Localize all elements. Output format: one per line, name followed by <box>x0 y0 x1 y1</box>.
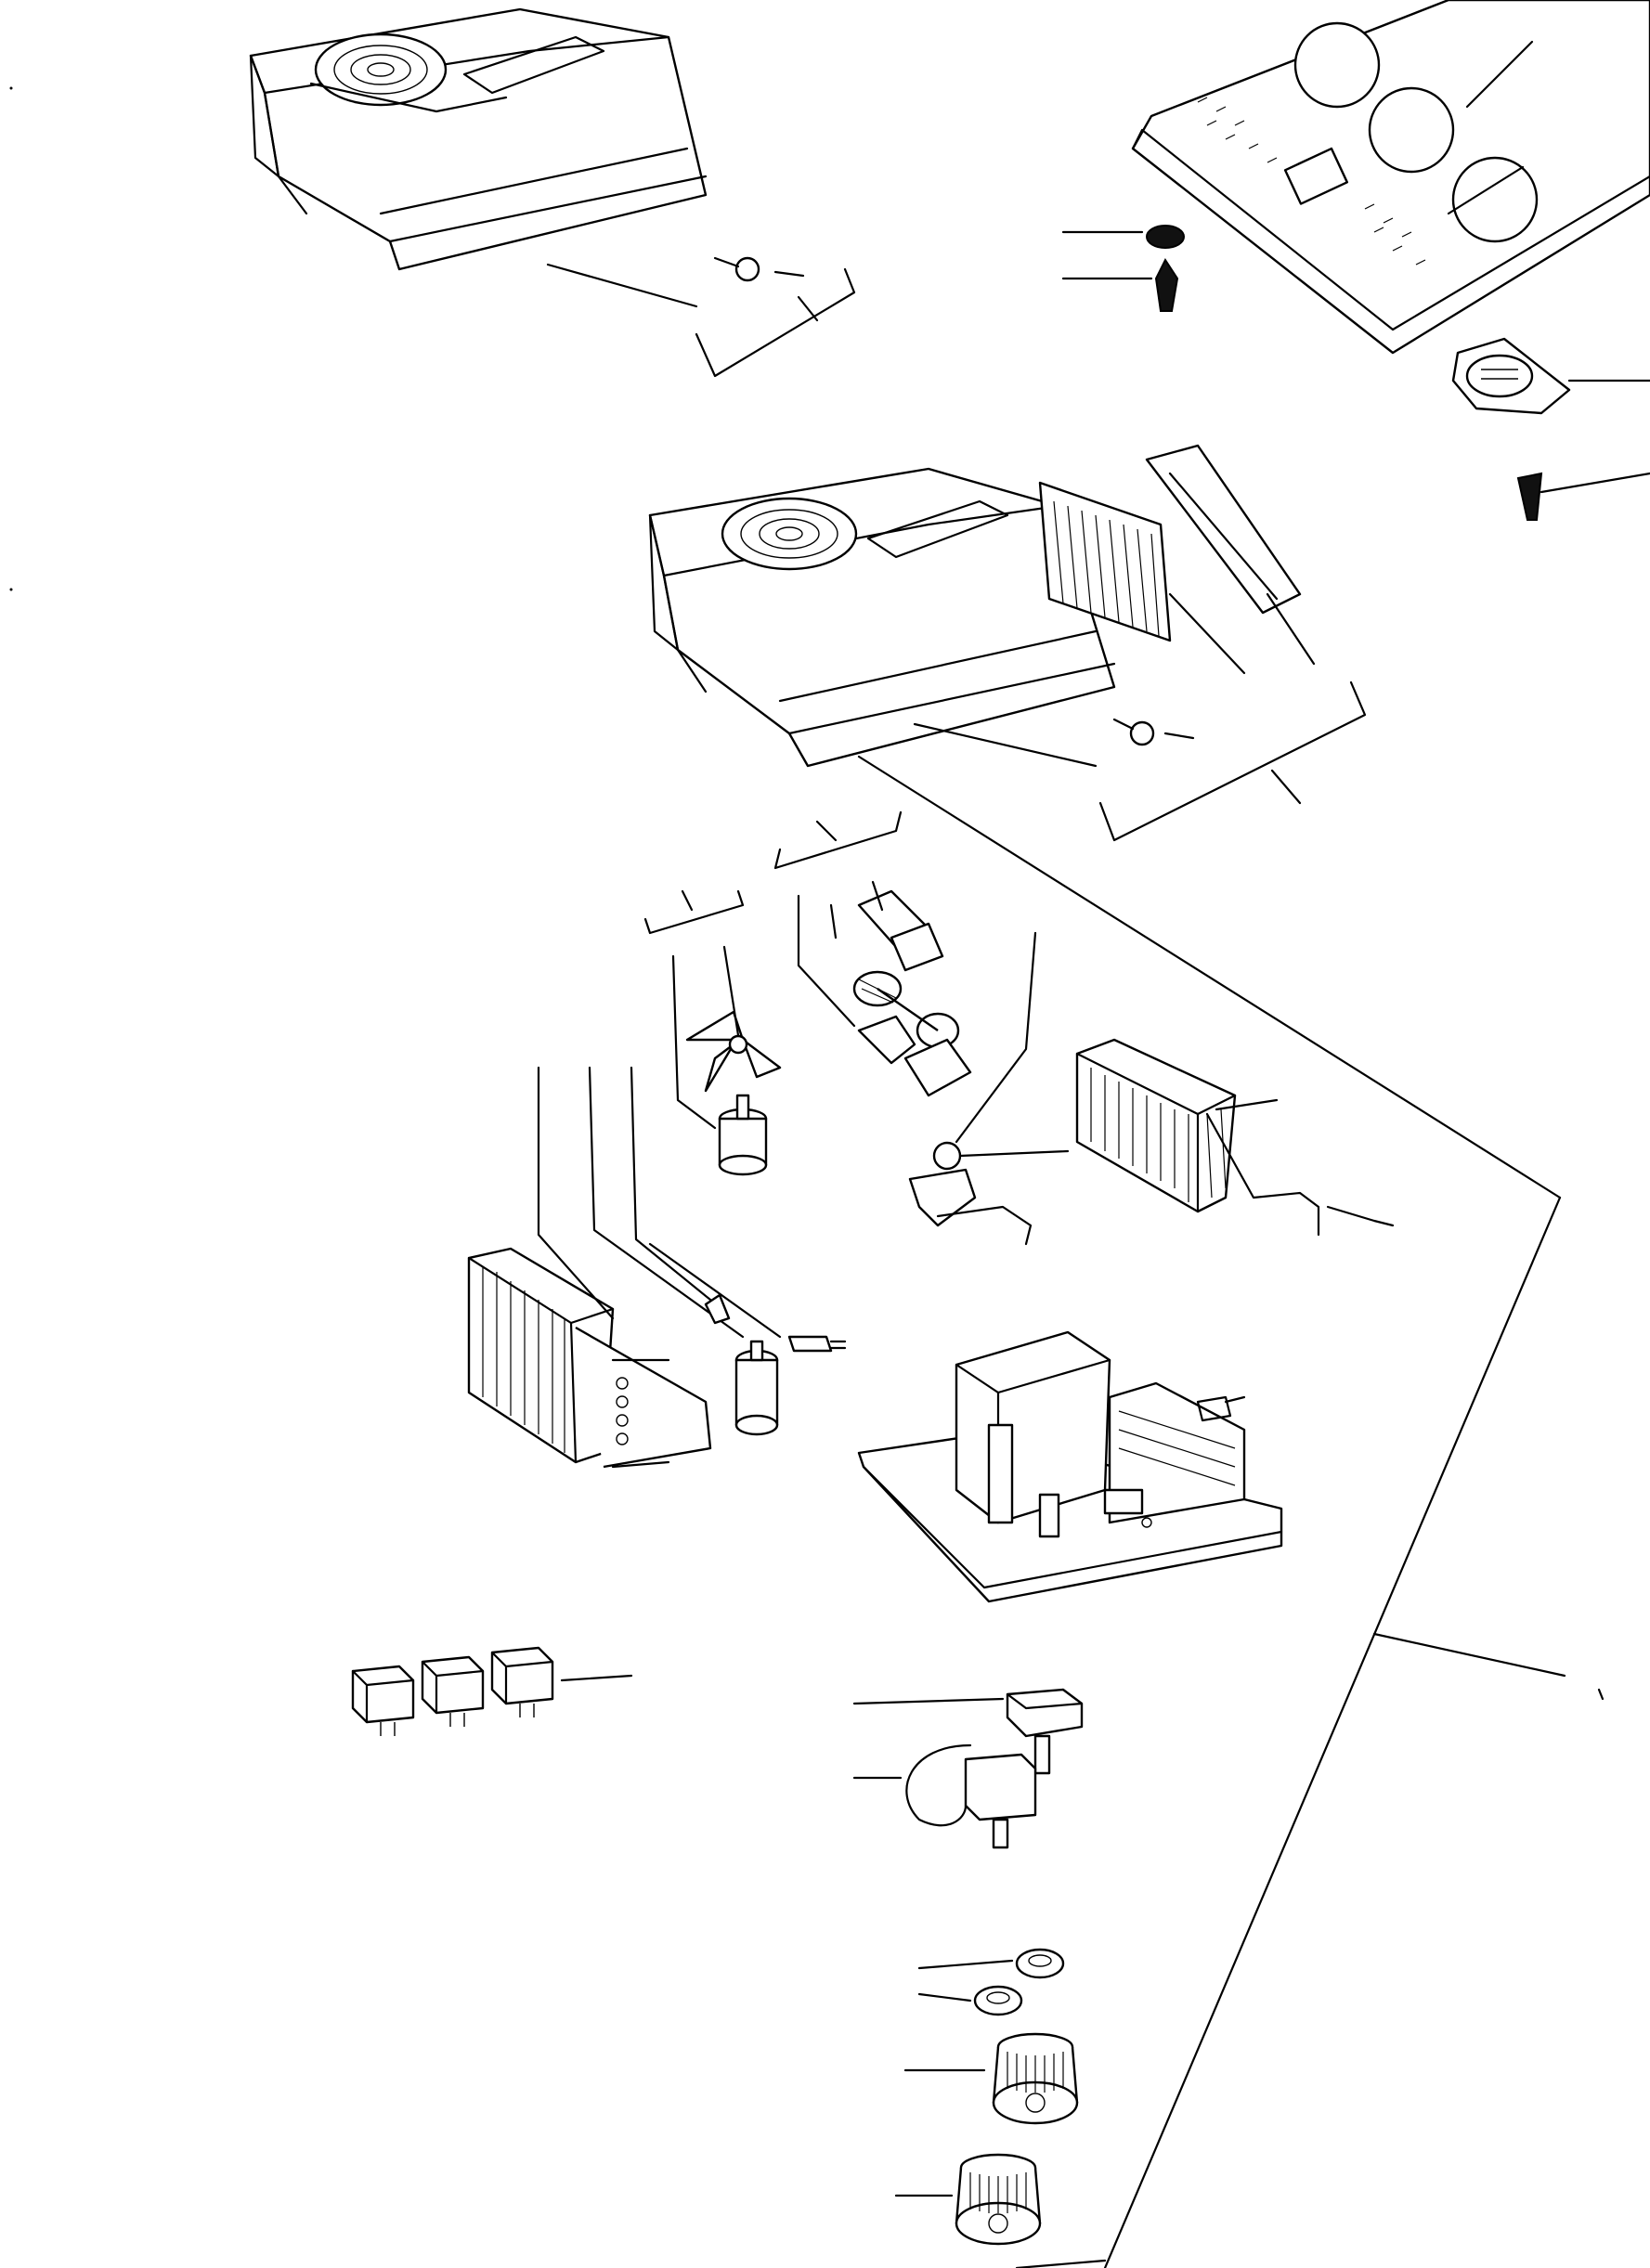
upper-assembly-bracket <box>546 263 856 378</box>
air-duct-frame <box>1145 444 1316 666</box>
knob-nut-1 <box>917 1948 1065 1979</box>
control-panel <box>1131 0 1650 355</box>
panel-screw <box>1061 257 1179 312</box>
knob-nut-2 <box>917 1985 1023 2016</box>
connector-plug <box>648 1242 847 1353</box>
control-knob-1 <box>903 2032 1079 2125</box>
thermostat-sensor <box>908 931 1070 1246</box>
blower-bracket-a <box>773 810 903 870</box>
blower-motor <box>671 954 768 1176</box>
pressure-switch <box>630 1066 731 1325</box>
cover-screw-2 <box>1112 718 1195 746</box>
scan-marks <box>9 86 13 591</box>
panel-knob-small <box>1061 225 1185 249</box>
relay-set <box>351 1646 633 1736</box>
panel-fan-grille <box>1451 337 1650 415</box>
upper-cover-left <box>249 7 708 271</box>
blower-bracket-b <box>643 889 745 935</box>
fan-blade <box>685 945 782 1093</box>
grille-screw <box>1516 472 1650 521</box>
cover-screw-1 <box>713 256 760 282</box>
switch-assembly <box>852 1688 1084 1849</box>
air-duct-filter <box>1038 481 1246 675</box>
evaporator-core <box>1075 1038 1395 1237</box>
main-assembly-bracket <box>1015 1196 1605 2268</box>
blower-housing-bottom <box>797 894 972 1097</box>
control-knob-2 <box>894 2153 1042 2246</box>
blower-housing-top <box>857 880 944 972</box>
upper-cover-middle <box>648 467 1116 768</box>
receiver-drier <box>588 1066 779 1436</box>
middle-assembly-bracket <box>857 680 1562 1199</box>
base-housing <box>857 1330 1283 1603</box>
condenser-core <box>467 1066 712 1469</box>
